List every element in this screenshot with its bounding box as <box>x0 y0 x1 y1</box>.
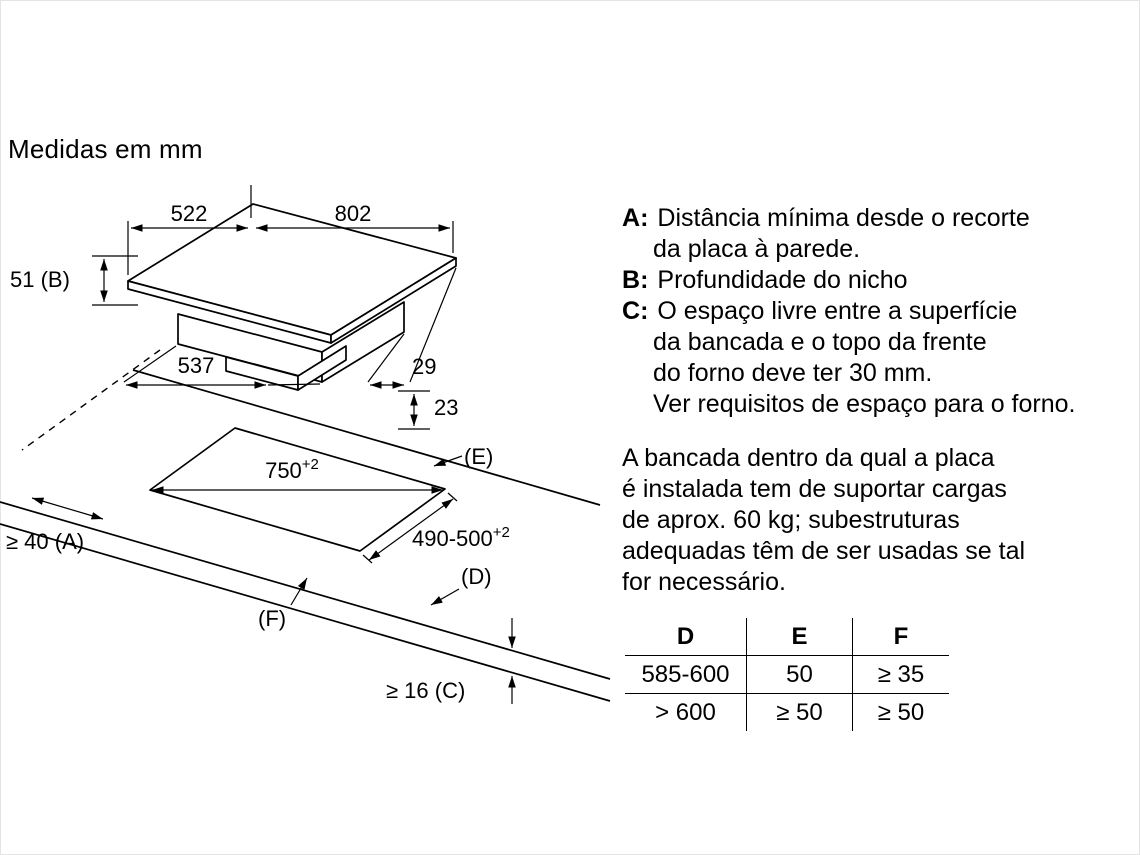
table-header-e: E <box>746 618 853 656</box>
worktop <box>0 349 611 702</box>
label-c: ≥ 16 (C) <box>386 678 465 703</box>
note-line: A bancada dentro da qual a placa <box>622 444 995 472</box>
table-row: 585-600 50 ≥ 35 <box>625 655 949 694</box>
dimension-51-b: 51 (B) <box>10 267 70 292</box>
ext-line <box>409 267 457 383</box>
ext-line <box>267 383 321 386</box>
dimension-23: 23 <box>434 395 458 420</box>
legend-text: Profundidade do nicho <box>657 266 908 294</box>
cooktop-glass-edge-right <box>330 257 457 344</box>
dimension-537: 537 <box>178 353 215 378</box>
worktop-front-edge-bottom <box>0 523 611 702</box>
legend-term-c: C <box>622 297 641 325</box>
ext-line <box>447 492 458 502</box>
legend-item-a: A: Distância mínima desde o recorte da pl… <box>622 203 1132 265</box>
table-cell: ≥ 50 <box>746 693 853 731</box>
leader-f <box>290 577 308 606</box>
legend-text: O espaço livre entre a superfície <box>657 297 1018 325</box>
cutout-depth-tolerance: +2 <box>493 524 510 541</box>
table-cell: > 600 <box>655 699 716 726</box>
cutout-width-tolerance: +2 <box>302 456 319 473</box>
table-cell: 585-600 <box>625 655 747 694</box>
table-header-f: F <box>852 618 949 656</box>
note-line: de aprox. 60 kg; subestruturas <box>622 506 960 534</box>
wall-projection-dashed <box>21 349 161 451</box>
installation-diagram: 522 802 51 (B) 537 29 23 750+2 490-500+2… <box>0 185 611 704</box>
dimension-cutout-depth: 490-500+2 <box>412 524 510 551</box>
dimension-802: 802 <box>335 201 372 226</box>
legend-text: da bancada e o topo da frente <box>653 328 987 356</box>
ext-line <box>367 333 405 383</box>
table-cell: 50 <box>746 655 853 694</box>
cutout-depth-value: 490-500 <box>412 526 493 551</box>
legend-text: Ver requisitos de espaço para o forno. <box>653 390 1076 418</box>
legend-separator: : <box>640 266 649 294</box>
diagram-title: Medidas em mm <box>8 134 203 164</box>
legend-separator: : <box>640 204 649 232</box>
ext-line <box>362 554 373 564</box>
dim-line-a <box>31 497 104 520</box>
cooktop-dimensions <box>92 185 457 430</box>
table-header-d: D <box>625 618 747 656</box>
label-e: (E) <box>464 444 493 469</box>
worktop-load-note: A bancada dentro da qual a placa é insta… <box>622 443 1132 598</box>
legend-text: Distância mínima desde o recorte <box>657 204 1030 232</box>
ext-line <box>123 345 177 383</box>
legend-text: da placa à parede. <box>653 235 861 263</box>
legend-term-b: B <box>622 266 641 294</box>
worktop-front-edge-top <box>0 501 611 680</box>
legend-item-b: B: Profundidade do nicho <box>622 265 1132 296</box>
dimension-labels: 522 802 51 (B) 537 29 23 750+2 490-500+2… <box>6 201 510 703</box>
note-line: adequadas têm de ser usadas se tal <box>622 537 1026 565</box>
legend-separator: : <box>640 297 649 325</box>
cutout-width-value: 750 <box>265 458 302 483</box>
table-header-row: D E F <box>625 618 949 656</box>
table-cell: ≥ 50 <box>877 699 925 726</box>
label-d: (D) <box>461 564 492 589</box>
dim-line-depth <box>368 498 454 561</box>
table-cell: ≥ 35 <box>852 655 949 694</box>
legend-item-c: C: O espaço livre entre a superfície da b… <box>622 296 1132 420</box>
table-row: > 600 ≥ 50 ≥ 50 <box>625 693 949 731</box>
legend-text: do forno deve ter 30 mm. <box>653 359 933 387</box>
note-line: for necessário. <box>622 568 786 596</box>
cooktop-casing-lower-right <box>297 345 347 391</box>
dimension-522: 522 <box>171 201 208 226</box>
label-f: (F) <box>258 606 286 631</box>
leader-d <box>430 588 460 606</box>
spec-table: D E F 585-600 50 ≥ 35 > 600 ≥ 50 ≥ 50 <box>625 618 949 731</box>
dimension-cutout-width: 750+2 <box>265 456 319 483</box>
text-column: A: Distância mínima desde o recorte da pl… <box>622 203 1132 731</box>
note-line: é instalada tem de suportar cargas <box>622 475 1007 503</box>
worktop-dimensions <box>31 455 516 704</box>
dimension-29: 29 <box>412 354 436 379</box>
label-a: ≥ 40 (A) <box>6 529 84 554</box>
legend: A: Distância mínima desde o recorte da pl… <box>622 203 1132 420</box>
cooktop <box>127 203 457 391</box>
legend-term-a: A <box>622 204 641 232</box>
worktop-back-edge <box>132 369 601 506</box>
leader-e <box>433 455 463 467</box>
